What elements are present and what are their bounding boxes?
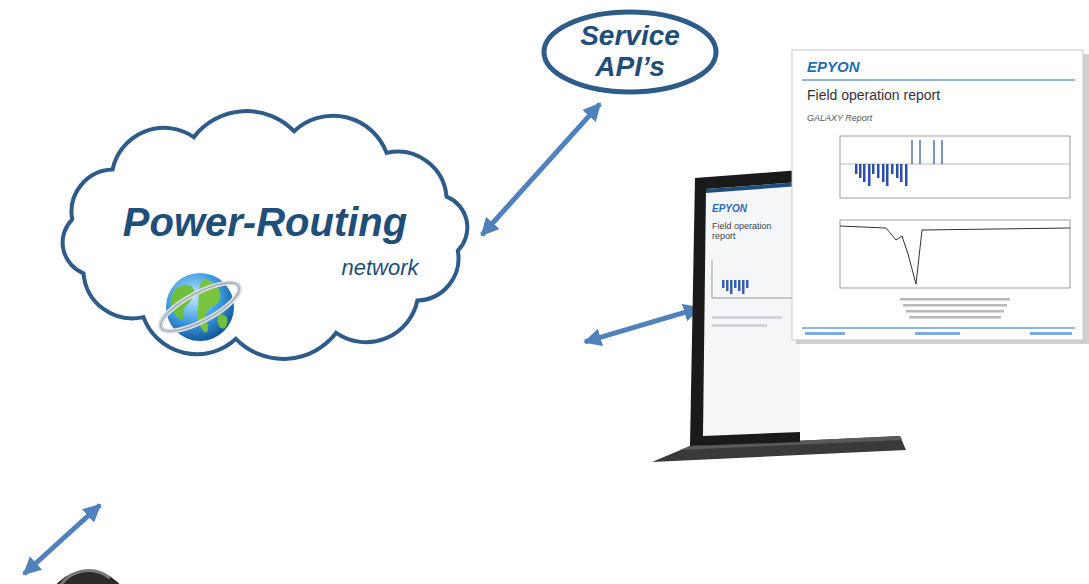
laptop-report-shape (650, 48, 1085, 460)
text-holder: Power-Routing (95, 199, 435, 245)
globe-icon (155, 273, 246, 341)
connector-arrow (482, 104, 600, 235)
cloud-outline (63, 111, 468, 359)
link-arrow (24, 505, 100, 574)
service-name: Service API’s (565, 21, 695, 83)
report-page (792, 50, 1089, 344)
device-icon (46, 570, 130, 584)
text-holder: EPYON (807, 58, 1007, 76)
text-holder: network (320, 255, 440, 280)
report-logo: EPYON (807, 58, 860, 75)
service-ellipse: Service API’s (540, 8, 720, 96)
text-holder: Field operation report (807, 86, 1067, 104)
cloud-title: Power-Routing (123, 199, 407, 245)
connector-arrow (585, 308, 700, 342)
device-highlight (58, 571, 110, 584)
ellipse-outline (544, 12, 716, 92)
report-title: Field operation report (807, 87, 940, 103)
network-cloud: Power-Routing network (40, 95, 490, 375)
text-holder: Service API’s (540, 21, 720, 83)
report-device: EPYON Field operation report (650, 48, 1085, 460)
cloud-subtitle: network (341, 255, 418, 280)
